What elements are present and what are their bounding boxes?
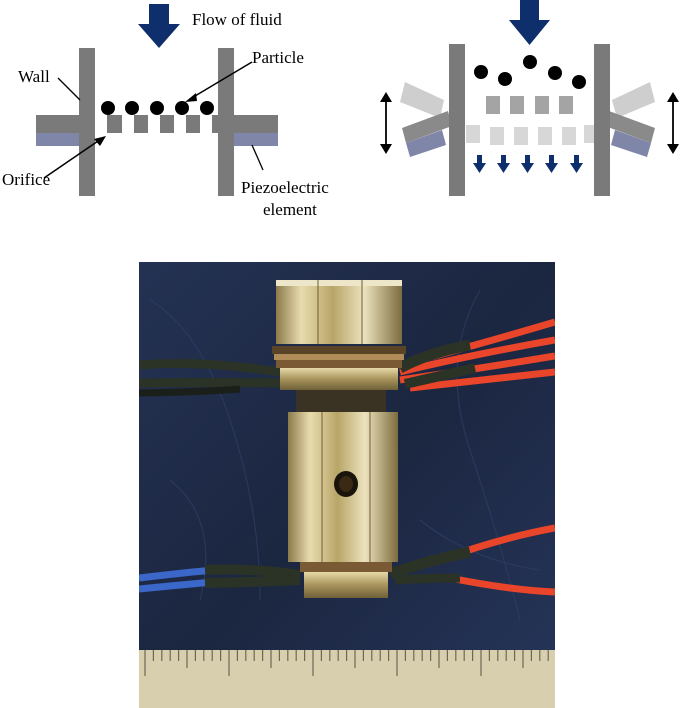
wire-bundle-upper-left [139,359,283,397]
piezo-element-right [611,130,651,157]
particles [474,55,586,89]
brass-fitting [272,280,406,598]
particles [101,101,214,115]
plate-arm-right [605,111,655,143]
wire-bundle-lower-left [139,564,301,593]
flow-arrow-icon [138,4,180,48]
vibration-arrow-left-icon [380,92,392,154]
piezo-element-left [406,130,446,157]
flow-arrow-icon [509,0,550,45]
vibration-arrow-right-icon [667,92,679,154]
wall-label: Wall [18,67,50,86]
flow-label: Flow of fluid [192,10,282,29]
orifice-label: Orifice [2,170,50,189]
orifices [95,115,212,133]
schematic-diagrams: Flow of fluid [2,0,679,219]
wall-right [594,44,610,196]
piezo-label-line1: Piezoelectric [241,178,329,197]
wall-left [449,44,465,196]
diagram-vibrating [380,0,679,196]
wire-bundle-lower-right [388,524,555,596]
wire-bundle-upper-right [397,318,555,392]
outflow-arrows-icon [473,155,583,173]
plate-ghost [400,82,655,145]
particle-label: Particle [252,48,304,67]
piezo-element-right [234,133,278,146]
ruler [139,650,555,708]
diagram-static: Flow of fluid [2,4,329,219]
plate-arm-left [402,111,452,143]
piezo-element-left [36,133,79,146]
piezo-label-line2: element [263,200,317,219]
